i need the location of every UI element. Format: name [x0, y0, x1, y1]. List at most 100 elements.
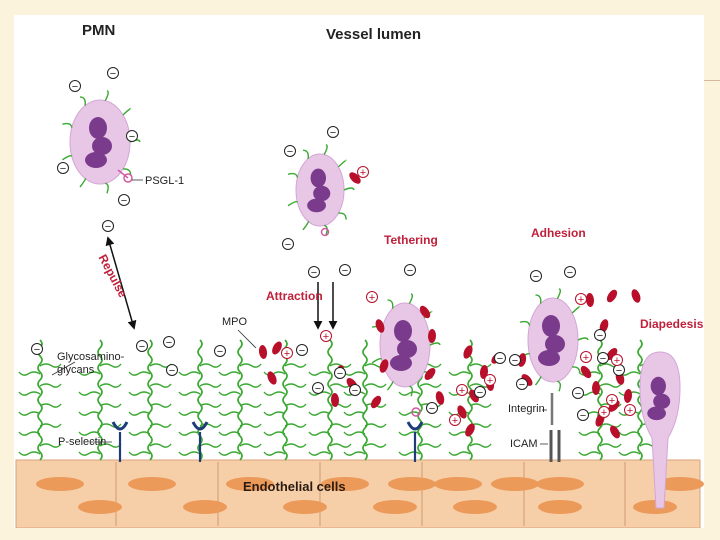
- glycan-branch: [618, 431, 641, 436]
- nucleus-lobe: [313, 185, 331, 202]
- glycan-branch: [199, 383, 222, 388]
- glycan-branch: [419, 383, 442, 388]
- glycan-branch: [99, 423, 122, 428]
- glycan-branch: [618, 451, 641, 456]
- glycan-branch: [398, 451, 421, 456]
- negative-charge: −: [509, 354, 521, 367]
- glycan-branch: [599, 443, 622, 448]
- glycan-branch: [128, 411, 151, 416]
- glycan-branch: [99, 443, 122, 448]
- charge-ring: [577, 409, 589, 421]
- charge-sign: −: [315, 383, 321, 395]
- charge-ring: [69, 80, 81, 92]
- negative-charge: −: [136, 340, 148, 353]
- negative-charge: −: [597, 352, 609, 365]
- glycan-branch: [469, 403, 492, 408]
- mpo-particle: [379, 359, 389, 373]
- charge-sign: −: [166, 337, 172, 349]
- glycan-branch: [308, 371, 331, 376]
- nucleus-lobe: [390, 355, 412, 371]
- glycan-branch: [218, 411, 241, 416]
- glycan-branch: [398, 411, 421, 416]
- glycan-branch: [99, 403, 122, 408]
- negative-charge: −: [166, 364, 178, 377]
- charge-sign: −: [600, 353, 606, 365]
- charge-sign: −: [110, 68, 116, 80]
- arrow-layer: [51, 236, 338, 376]
- cell-surface-glycan: [323, 224, 328, 236]
- charge-sign: −: [597, 330, 603, 342]
- negative-charge: −: [118, 194, 130, 207]
- charge-sign: −: [512, 355, 518, 367]
- nucleus-lobe: [538, 350, 560, 366]
- negative-charge: −: [126, 130, 138, 143]
- negative-charge: −: [516, 378, 528, 391]
- endothelial-nucleus: [453, 500, 497, 514]
- pmn-label: PMN: [82, 22, 116, 39]
- mpo-particle: [258, 345, 268, 359]
- glycan-chain: [327, 339, 333, 461]
- repulse-arrow: [105, 236, 137, 330]
- charge-sign: +: [614, 355, 620, 367]
- charge-sign: +: [583, 352, 589, 364]
- glycan-branch: [128, 451, 151, 456]
- mpo-particle: [370, 395, 382, 409]
- negative-charge: −: [327, 126, 339, 139]
- cell-surface-glycan: [386, 380, 394, 391]
- charge-ring: [494, 352, 506, 364]
- glycan-branch: [343, 431, 366, 436]
- charge-ring: [624, 404, 636, 416]
- charge-sign: −: [169, 365, 175, 377]
- positive-charge: +: [456, 384, 468, 397]
- negative-charge: −: [339, 264, 351, 277]
- negative-charge: −: [308, 266, 320, 279]
- endothelial-nucleus: [656, 477, 704, 491]
- glycan-branch: [239, 383, 262, 388]
- cell-layer: [62, 90, 681, 509]
- negative-charge: −: [426, 402, 438, 415]
- charge-sign: −: [139, 341, 145, 353]
- charge-sign: −: [287, 146, 293, 158]
- glycan-branch: [343, 451, 366, 456]
- endothelial-nucleus: [36, 477, 84, 491]
- charge-ring: [357, 166, 369, 178]
- mpo-particle: [521, 374, 533, 386]
- charge-ring: [166, 364, 178, 376]
- charge-sign: −: [105, 221, 111, 233]
- glycan-branch: [284, 403, 307, 408]
- negative-charge: −: [107, 67, 119, 80]
- endothelial-nucleus: [283, 500, 327, 514]
- charge-ring: [516, 378, 528, 390]
- mpo-label: MPO: [222, 316, 248, 328]
- glycan-chain: [362, 339, 368, 461]
- glycan-branch: [39, 383, 62, 388]
- charge-ring: [126, 130, 138, 142]
- endothelial-nucleus: [388, 477, 436, 491]
- charge-ring: [102, 220, 114, 232]
- glycan-branch: [199, 423, 222, 428]
- glycan-chain: [197, 339, 203, 461]
- charge-ring: [404, 264, 416, 276]
- mpo-particle: [457, 405, 467, 419]
- glycan-branch: [99, 363, 122, 368]
- mpo-particle: [349, 172, 361, 184]
- mpo-particle: [463, 345, 473, 359]
- glycan-branch: [263, 411, 286, 416]
- glycan-branch: [178, 451, 201, 456]
- endothelial-cells-label: Endothelial cells: [243, 479, 346, 494]
- glycan-branch: [239, 403, 262, 408]
- charge-ring: [456, 384, 468, 396]
- charge-ring: [509, 354, 521, 366]
- p-selectin-label: P-selectin: [58, 436, 107, 448]
- positive-charge: +: [484, 374, 496, 387]
- cell-surface-glycan: [62, 122, 73, 128]
- positive-charge: +: [366, 291, 378, 304]
- mpo-pointer: [237, 329, 257, 349]
- glycan-branch: [78, 371, 101, 376]
- charge-ring: [426, 402, 438, 414]
- psgl1-stalk: [117, 169, 129, 179]
- glycan-branch: [419, 443, 442, 448]
- glycosaminoglycans-pointer: [51, 361, 76, 376]
- nucleus-lobe: [650, 376, 666, 396]
- nucleus-lobe: [542, 315, 560, 337]
